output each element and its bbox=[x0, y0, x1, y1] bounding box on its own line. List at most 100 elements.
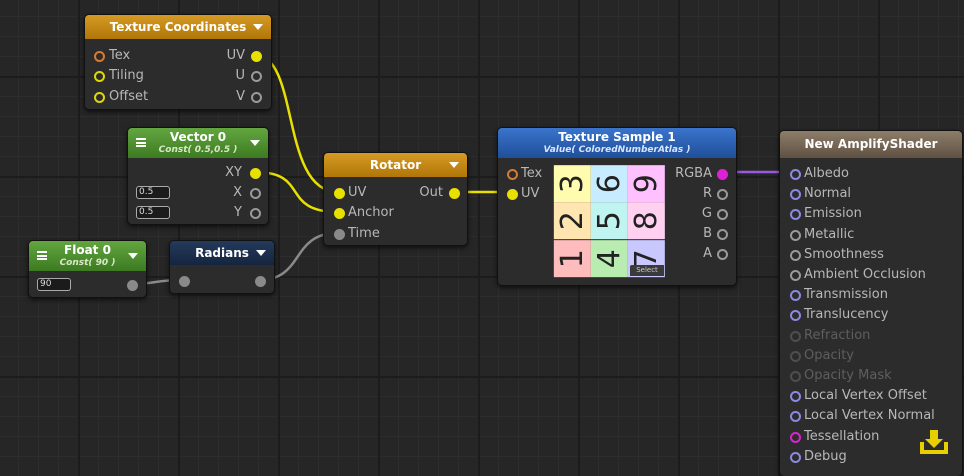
atlas-cell: 5 bbox=[590, 202, 629, 240]
input-port-radians[interactable] bbox=[179, 276, 190, 287]
port-label: Time bbox=[348, 226, 380, 241]
input-port-emission[interactable] bbox=[790, 209, 801, 221]
port-label: R bbox=[702, 186, 712, 201]
port-label: Ambient Occlusion bbox=[804, 267, 926, 282]
input-port-debug[interactable] bbox=[790, 451, 801, 463]
node-texture-sample-1[interactable]: Texture Sample 1 Value( ColoredNumberAtl… bbox=[497, 127, 737, 286]
output-port-out[interactable] bbox=[449, 188, 460, 199]
port-label: Translucency bbox=[804, 307, 889, 323]
output-port-x[interactable] bbox=[250, 188, 261, 199]
node-title: Texture Coordinates bbox=[109, 20, 247, 34]
node-header[interactable]: Texture Sample 1 Value( ColoredNumberAtl… bbox=[498, 128, 736, 158]
output-port-rgba[interactable] bbox=[717, 169, 728, 180]
port-label: Tex bbox=[521, 166, 543, 181]
port-label: Local Vertex Normal bbox=[804, 408, 935, 424]
output-port-radians[interactable] bbox=[255, 276, 266, 287]
atlas-cell: 4 bbox=[590, 239, 629, 277]
input-port-local-vertex-offset[interactable] bbox=[790, 391, 801, 403]
port-label: Albedo bbox=[804, 166, 849, 181]
chevron-down-icon[interactable] bbox=[250, 140, 260, 146]
output-port-uv[interactable] bbox=[251, 51, 262, 62]
node-texture-coordinates[interactable]: Texture Coordinates Tex Tiling Offset UV… bbox=[84, 14, 272, 110]
input-port-uv[interactable] bbox=[334, 188, 345, 199]
port-label: B bbox=[703, 226, 712, 241]
y-value-field[interactable]: 0.5 bbox=[136, 206, 170, 219]
atlas-cell: 3 bbox=[553, 165, 592, 203]
input-port-normal[interactable] bbox=[790, 189, 801, 201]
atlas-cell: 1 bbox=[553, 239, 592, 277]
port-label: Refraction bbox=[804, 327, 871, 343]
input-port-translucency[interactable] bbox=[790, 310, 801, 322]
node-header[interactable]: Vector 0 Const( 0.5,0.5 ) bbox=[128, 128, 268, 158]
output-port-xy[interactable] bbox=[250, 168, 261, 179]
node-header[interactable]: Texture Coordinates bbox=[85, 15, 271, 39]
port-label: Opacity Mask bbox=[804, 368, 892, 383]
input-port-tiling[interactable] bbox=[94, 71, 105, 82]
input-port-opacity-mask[interactable] bbox=[790, 371, 801, 382]
chevron-down-icon[interactable] bbox=[253, 24, 263, 30]
port-label: XY bbox=[225, 165, 242, 180]
node-title: New AmplifyShader bbox=[804, 137, 938, 151]
float-value-field[interactable]: 90 bbox=[37, 278, 71, 291]
input-port-opacity[interactable] bbox=[790, 350, 801, 362]
chevron-down-icon[interactable] bbox=[256, 250, 266, 256]
node-header[interactable]: New AmplifyShader bbox=[780, 131, 962, 158]
input-port-tex[interactable] bbox=[507, 169, 518, 180]
output-port-g[interactable] bbox=[717, 209, 728, 220]
save-download-icon[interactable] bbox=[918, 428, 950, 456]
node-header[interactable]: Rotator bbox=[324, 153, 467, 177]
x-value-field[interactable]: 0.5 bbox=[136, 186, 170, 199]
output-port-u[interactable] bbox=[251, 71, 262, 82]
port-label: Emission bbox=[804, 206, 862, 222]
input-port-anchor[interactable] bbox=[334, 208, 345, 219]
input-port-tessellation[interactable] bbox=[790, 431, 801, 443]
port-label: Transmission bbox=[804, 287, 888, 303]
chevron-down-icon[interactable] bbox=[449, 162, 459, 168]
output-port-y[interactable] bbox=[250, 208, 261, 219]
atlas-cell: 9 bbox=[627, 165, 666, 203]
node-subtitle: Const( 90 ) bbox=[59, 258, 116, 268]
input-port-transmission[interactable] bbox=[790, 290, 801, 302]
port-label: UV bbox=[521, 186, 540, 201]
port-label: U bbox=[235, 68, 245, 83]
texture-preview[interactable]: 3 6 9 2 5 8 1 4 7 bbox=[553, 165, 666, 277]
output-port-v[interactable] bbox=[251, 92, 262, 103]
input-port-time[interactable] bbox=[334, 229, 345, 240]
node-title: Float 0 bbox=[64, 243, 111, 257]
input-port-metallic[interactable] bbox=[790, 229, 801, 241]
node-title: Radians bbox=[195, 246, 249, 260]
select-texture-button[interactable]: Select bbox=[630, 265, 664, 276]
port-label: X bbox=[233, 185, 242, 200]
input-port-uv[interactable] bbox=[507, 189, 518, 200]
port-label: Y bbox=[234, 205, 242, 220]
hamburger-icon[interactable] bbox=[136, 138, 146, 147]
output-port-float[interactable] bbox=[127, 280, 138, 291]
input-port-tex[interactable] bbox=[94, 51, 105, 62]
input-port-offset[interactable] bbox=[94, 92, 105, 103]
node-header[interactable]: Float 0 Const( 90 ) bbox=[29, 241, 146, 271]
hamburger-icon[interactable] bbox=[37, 251, 47, 260]
output-port-a[interactable] bbox=[717, 249, 728, 260]
output-port-b[interactable] bbox=[717, 229, 728, 240]
input-port-albedo[interactable] bbox=[790, 169, 801, 180]
port-label: A bbox=[703, 246, 712, 261]
node-float-0[interactable]: Float 0 Const( 90 ) 90 bbox=[28, 240, 147, 298]
port-label: Tiling bbox=[109, 68, 144, 83]
input-port-local-vertex-normal[interactable] bbox=[790, 411, 801, 423]
node-vector-0[interactable]: Vector 0 Const( 0.5,0.5 ) XY 0.5 X 0.5 Y bbox=[127, 127, 269, 225]
atlas-cell: 6 bbox=[590, 165, 629, 203]
node-header[interactable]: Radians bbox=[170, 241, 274, 265]
port-label: Tex bbox=[109, 48, 131, 63]
input-port-smoothness[interactable] bbox=[790, 249, 801, 261]
port-label: Offset bbox=[109, 89, 149, 104]
port-label: Anchor bbox=[348, 205, 394, 220]
output-port-r[interactable] bbox=[717, 189, 728, 200]
node-radians[interactable]: Radians bbox=[169, 240, 275, 294]
node-rotator[interactable]: Rotator UV Anchor Time Out bbox=[323, 152, 468, 246]
input-port-refraction[interactable] bbox=[790, 330, 801, 342]
port-label: Out bbox=[419, 185, 443, 200]
input-port-ambient-occlusion[interactable] bbox=[790, 270, 801, 281]
port-label: Smoothness bbox=[804, 246, 884, 262]
chevron-down-icon[interactable] bbox=[128, 253, 138, 259]
